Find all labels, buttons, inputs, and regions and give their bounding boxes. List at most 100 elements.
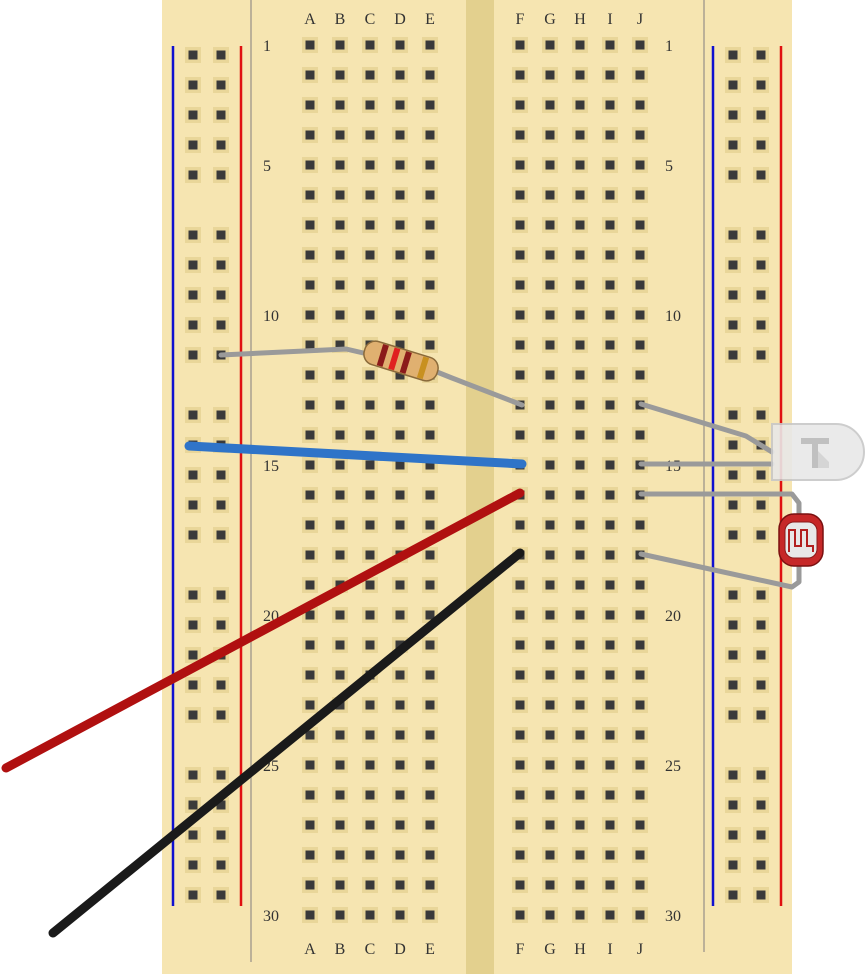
terminal-hole[interactable] (422, 187, 438, 203)
terminal-hole[interactable] (542, 847, 558, 863)
terminal-hole[interactable] (542, 97, 558, 113)
rail-hole[interactable] (725, 767, 741, 783)
terminal-hole[interactable] (512, 877, 528, 893)
terminal-hole[interactable] (302, 127, 318, 143)
terminal-hole[interactable] (542, 877, 558, 893)
terminal-hole[interactable] (422, 847, 438, 863)
terminal-hole[interactable] (602, 187, 618, 203)
rail-hole[interactable] (753, 887, 769, 903)
terminal-hole[interactable] (302, 67, 318, 83)
rail-hole[interactable] (753, 707, 769, 723)
terminal-hole[interactable] (422, 817, 438, 833)
rail-hole[interactable] (725, 887, 741, 903)
terminal-hole[interactable] (602, 367, 618, 383)
terminal-hole[interactable] (392, 187, 408, 203)
terminal-hole[interactable] (392, 877, 408, 893)
rail-hole[interactable] (213, 407, 229, 423)
terminal-hole[interactable] (512, 187, 528, 203)
terminal-hole[interactable] (542, 487, 558, 503)
rail-hole[interactable] (725, 287, 741, 303)
terminal-hole[interactable] (542, 697, 558, 713)
terminal-hole[interactable] (392, 787, 408, 803)
terminal-hole[interactable] (332, 97, 348, 113)
rail-hole[interactable] (725, 827, 741, 843)
terminal-hole[interactable] (512, 337, 528, 353)
rail-hole[interactable] (185, 317, 201, 333)
terminal-hole[interactable] (332, 127, 348, 143)
terminal-hole[interactable] (632, 187, 648, 203)
terminal-hole[interactable] (632, 877, 648, 893)
terminal-hole[interactable] (572, 877, 588, 893)
terminal-hole[interactable] (572, 847, 588, 863)
terminal-hole[interactable] (392, 607, 408, 623)
terminal-hole[interactable] (362, 697, 378, 713)
terminal-hole[interactable] (332, 157, 348, 173)
terminal-hole[interactable] (422, 667, 438, 683)
rail-hole[interactable] (213, 317, 229, 333)
terminal-hole[interactable] (542, 367, 558, 383)
terminal-hole[interactable] (422, 877, 438, 893)
terminal-hole[interactable] (302, 367, 318, 383)
terminal-hole[interactable] (422, 127, 438, 143)
terminal-hole[interactable] (572, 757, 588, 773)
terminal-hole[interactable] (572, 667, 588, 683)
rail-hole[interactable] (753, 767, 769, 783)
terminal-hole[interactable] (332, 517, 348, 533)
rail-hole[interactable] (185, 407, 201, 423)
rail-hole[interactable] (725, 347, 741, 363)
terminal-hole[interactable] (512, 787, 528, 803)
terminal-hole[interactable] (542, 127, 558, 143)
terminal-hole[interactable] (392, 817, 408, 833)
terminal-hole[interactable] (512, 247, 528, 263)
terminal-hole[interactable] (302, 157, 318, 173)
rail-hole[interactable] (753, 647, 769, 663)
terminal-hole[interactable] (632, 607, 648, 623)
terminal-hole[interactable] (422, 577, 438, 593)
rail-hole[interactable] (725, 47, 741, 63)
terminal-hole[interactable] (572, 427, 588, 443)
terminal-hole[interactable] (302, 637, 318, 653)
terminal-hole[interactable] (392, 427, 408, 443)
terminal-hole[interactable] (602, 127, 618, 143)
rail-hole[interactable] (725, 437, 741, 453)
terminal-hole[interactable] (302, 457, 318, 473)
terminal-hole[interactable] (422, 517, 438, 533)
terminal-hole[interactable] (602, 577, 618, 593)
terminal-hole[interactable] (602, 457, 618, 473)
terminal-hole[interactable] (572, 127, 588, 143)
terminal-hole[interactable] (512, 637, 528, 653)
terminal-hole[interactable] (332, 367, 348, 383)
terminal-hole[interactable] (422, 97, 438, 113)
terminal-hole[interactable] (362, 97, 378, 113)
terminal-hole[interactable] (572, 217, 588, 233)
terminal-hole[interactable] (362, 247, 378, 263)
terminal-hole[interactable] (392, 97, 408, 113)
rail-hole[interactable] (725, 647, 741, 663)
terminal-hole[interactable] (632, 37, 648, 53)
terminal-hole[interactable] (542, 517, 558, 533)
rail-hole[interactable] (725, 467, 741, 483)
terminal-hole[interactable] (302, 847, 318, 863)
terminal-hole[interactable] (572, 787, 588, 803)
rail-hole[interactable] (725, 167, 741, 183)
terminal-hole[interactable] (392, 577, 408, 593)
terminal-hole[interactable] (602, 787, 618, 803)
rail-hole[interactable] (185, 257, 201, 273)
terminal-hole[interactable] (572, 277, 588, 293)
terminal-hole[interactable] (302, 787, 318, 803)
terminal-hole[interactable] (602, 487, 618, 503)
terminal-hole[interactable] (602, 667, 618, 683)
rail-hole[interactable] (185, 707, 201, 723)
terminal-hole[interactable] (512, 217, 528, 233)
terminal-hole[interactable] (392, 487, 408, 503)
terminal-hole[interactable] (602, 727, 618, 743)
terminal-hole[interactable] (542, 787, 558, 803)
rail-hole[interactable] (753, 317, 769, 333)
terminal-hole[interactable] (572, 487, 588, 503)
terminal-hole[interactable] (362, 787, 378, 803)
terminal-hole[interactable] (422, 157, 438, 173)
terminal-hole[interactable] (542, 157, 558, 173)
terminal-hole[interactable] (632, 427, 648, 443)
terminal-hole[interactable] (362, 67, 378, 83)
terminal-hole[interactable] (362, 577, 378, 593)
